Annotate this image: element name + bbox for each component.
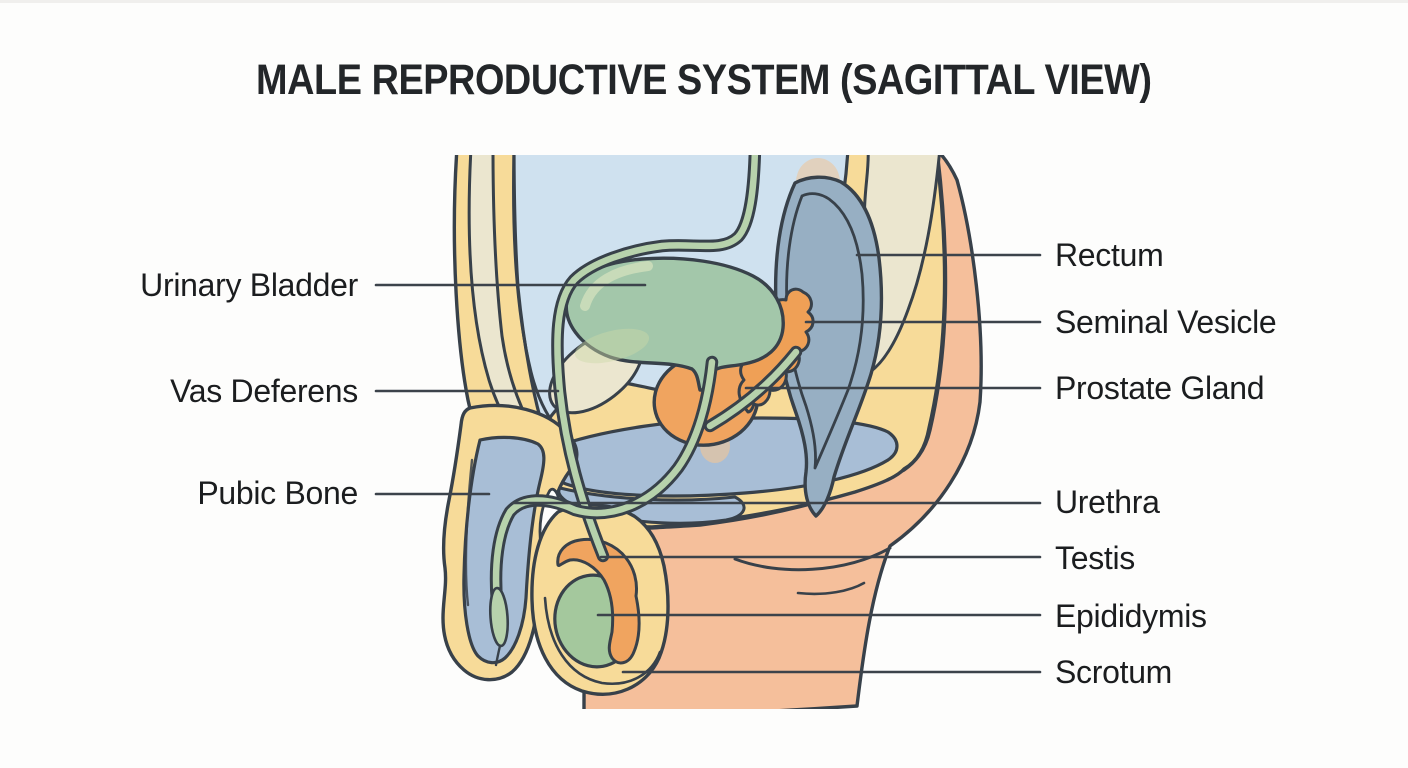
bladder-shape: [564, 256, 785, 392]
page-title: MALE REPRODUCTIVE SYSTEM (SAGITTAL VIEW): [256, 56, 1152, 104]
bladder-wall-highlight: [580, 261, 653, 311]
label-pubic-bone: Pubic Bone: [197, 475, 358, 511]
penis-inner-contour-line: [464, 458, 474, 607]
gluteal-crease-line: [796, 581, 866, 596]
glans-urethra-lens: [488, 586, 510, 648]
pointer-lines: [374, 253, 1042, 674]
label-epididymis: Epididymis: [1055, 598, 1207, 634]
gluteal-fold-line: [733, 546, 892, 572]
bladder-base-tint: [574, 328, 650, 364]
label-vas-deferens: Vas Deferens: [170, 373, 358, 409]
label-scrotum: Scrotum: [1055, 654, 1173, 690]
label-seminal-vesicle: Seminal Vesicle: [1055, 304, 1277, 340]
vas-deferens-tube: [554, 155, 759, 560]
epididymis-shape: [556, 537, 641, 665]
seminal-duct: [706, 348, 800, 430]
abdominal-wall-inner-line: [512, 155, 564, 436]
urethra-tube: [492, 358, 716, 606]
label-testis: Testis: [1055, 540, 1135, 576]
tubes-group: [488, 155, 803, 648]
title-container: MALE REPRODUCTIVE SYSTEM (SAGITTAL VIEW): [0, 56, 1408, 104]
label-urethra: Urethra: [1055, 484, 1160, 520]
glans-cleft-line: [494, 644, 502, 667]
label-urinary-bladder: Urinary Bladder: [140, 267, 358, 303]
label-rectum: Rectum: [1055, 237, 1164, 273]
top-border-line: [0, 0, 1408, 3]
label-prostate-gland: Prostate Gland: [1055, 370, 1265, 406]
